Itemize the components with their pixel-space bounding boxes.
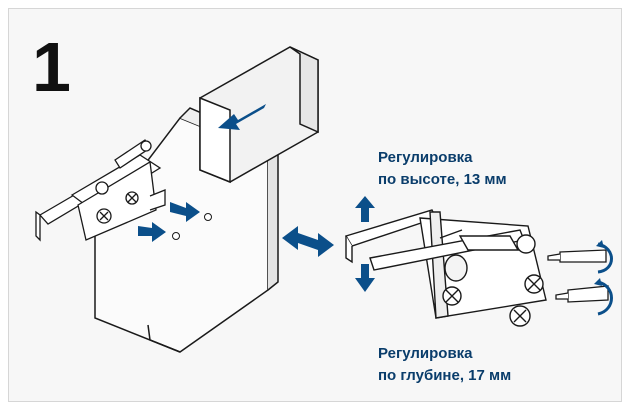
detail-hinge bbox=[344, 209, 547, 327]
height-adjustment-title: Регулировка bbox=[378, 149, 473, 166]
screwdriver-lower bbox=[555, 285, 609, 303]
height-arrow-down bbox=[355, 264, 375, 292]
step-number: 1 bbox=[32, 28, 71, 106]
door-insert-arrow bbox=[218, 104, 266, 130]
double-arrow bbox=[282, 226, 334, 257]
screwdriver-upper bbox=[547, 249, 607, 263]
height-arrow-up bbox=[355, 196, 375, 222]
mount-hole-upper bbox=[204, 213, 212, 221]
door-panel bbox=[199, 46, 319, 184]
depth-adjustment-label: Регулировка по глубине, 17 мм bbox=[378, 343, 511, 387]
insert-arrow-upper bbox=[170, 202, 200, 222]
height-adjustment-value: по высоте, 13 мм bbox=[378, 171, 507, 188]
insert-arrow-lower bbox=[138, 222, 166, 242]
depth-adjustment-title: Регулировка bbox=[378, 345, 473, 362]
mount-hole-lower bbox=[172, 232, 180, 240]
rotate-arrow-upper bbox=[596, 240, 613, 274]
mounted-hinge bbox=[35, 139, 166, 242]
height-adjustment-label: Регулировка по высоте, 13 мм bbox=[378, 147, 507, 191]
depth-adjustment-value: по глубине, 17 мм bbox=[378, 367, 512, 384]
rotate-arrow-lower bbox=[594, 278, 613, 316]
